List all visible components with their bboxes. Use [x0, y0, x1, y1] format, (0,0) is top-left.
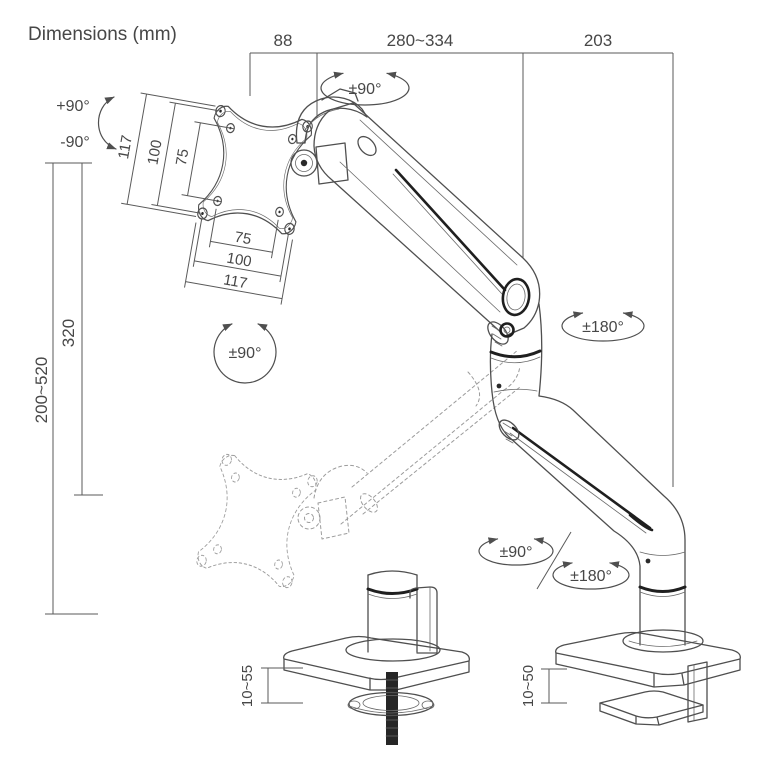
- vesa-left-dimensions: 117 100 75: [115, 92, 234, 217]
- elbow-swivel-indicator: ±180°: [561, 311, 645, 342]
- c-clamp-mount: 10~50: [520, 629, 741, 726]
- tilt-arrow-arc: [98, 96, 117, 150]
- grommet-tab: [409, 586, 438, 654]
- lower-arm: [491, 391, 686, 646]
- grommet-collar: [345, 638, 441, 662]
- vesa-left-outer: 117: [115, 134, 136, 161]
- head-link: [315, 142, 349, 185]
- clamp-thickness-dimension: 10~50: [520, 665, 567, 707]
- grommet-wing-nut: [347, 691, 435, 717]
- elbow-band: [489, 349, 542, 359]
- dim-arm-reach: 280~334: [387, 31, 454, 50]
- base-swivel-180-label: ±180°: [570, 568, 612, 585]
- tilt-up-label: +90°: [56, 98, 90, 115]
- vesa-left-mid: 100: [144, 139, 165, 167]
- dim-height-range: 200~520: [32, 357, 51, 424]
- plate-rotate-label: ±90°: [229, 345, 262, 362]
- pole-ring: [638, 585, 687, 593]
- drawing-title: Dimensions (mm): [28, 24, 177, 45]
- arm-cable-hole: [357, 135, 377, 157]
- grommet-pole-ring: [366, 587, 419, 595]
- lower-arm-slot: [511, 426, 652, 530]
- elbow-ring: [501, 277, 531, 317]
- elbow-small-ring: [499, 322, 515, 338]
- dim-column-height: 320: [59, 319, 78, 347]
- gas-spring-slot: [394, 168, 507, 292]
- dim-rear-offset: 203: [584, 31, 612, 50]
- height-dimension-lines: 320 200~520: [32, 162, 103, 615]
- head-swivel-indicator: ±90°: [320, 71, 410, 106]
- tilt-indicator: +90° -90°: [56, 96, 117, 151]
- base-swivel-90-label: ±90°: [500, 544, 533, 561]
- elbow-swivel-arc: [561, 311, 645, 342]
- vesa-bottom-inner: 75: [233, 229, 252, 249]
- clamp-thickness-label: 10~50: [520, 665, 537, 707]
- head-swivel-arc: [320, 71, 410, 106]
- ghost-vesa-plate: [197, 454, 317, 588]
- vesa-bottom-dimensions: 75 100 117: [184, 208, 293, 305]
- vesa-bottom-mid: 100: [225, 250, 253, 271]
- vesa-plate: 117 100 75 75 100 117: [115, 92, 313, 305]
- elbow-joint: [489, 277, 543, 397]
- ghost-head-joint: [297, 464, 378, 540]
- dim-head-offset: 88: [274, 31, 293, 50]
- grommet-thickness-dimension: 10~55: [239, 665, 303, 707]
- lower-arm-end-cap: [498, 419, 520, 444]
- clamp-top-plate: [555, 631, 741, 676]
- base-pole: [638, 551, 687, 597]
- vesa-plate-outline: [198, 105, 312, 235]
- head-joint: [290, 88, 368, 185]
- base-swivel-180-arc: [552, 561, 630, 590]
- arm-end-cap: [487, 321, 509, 347]
- tilt-down-label: -90°: [60, 134, 90, 151]
- base-swivel-90-arc: [478, 537, 554, 566]
- vesa-left-inner: 75: [173, 148, 193, 167]
- grommet-pole: [367, 574, 418, 653]
- ghost-position: [196, 349, 521, 589]
- plate-rotate-indicator: ±90°: [213, 323, 277, 384]
- clamp-collar: [622, 629, 704, 653]
- top-dimension-lines: 88 280~334 203: [249, 31, 674, 487]
- head-swivel-label: ±90°: [349, 81, 382, 98]
- head-pivot: [290, 149, 318, 177]
- plate-rotate-arc: [213, 323, 277, 384]
- ghost-arm: [340, 349, 521, 525]
- base-rotation-indicators: ±90° ±180°: [478, 531, 630, 590]
- grommet-top-plate: [283, 635, 470, 681]
- vesa-bottom-outer: 117: [222, 271, 249, 292]
- grommet-thickness-label: 10~55: [239, 665, 256, 707]
- clamp-back-bar: [687, 661, 708, 723]
- elbow-swivel-label: ±180°: [582, 319, 624, 336]
- rotation-divider: [536, 531, 572, 590]
- grommet-mount: 10~55: [239, 570, 470, 745]
